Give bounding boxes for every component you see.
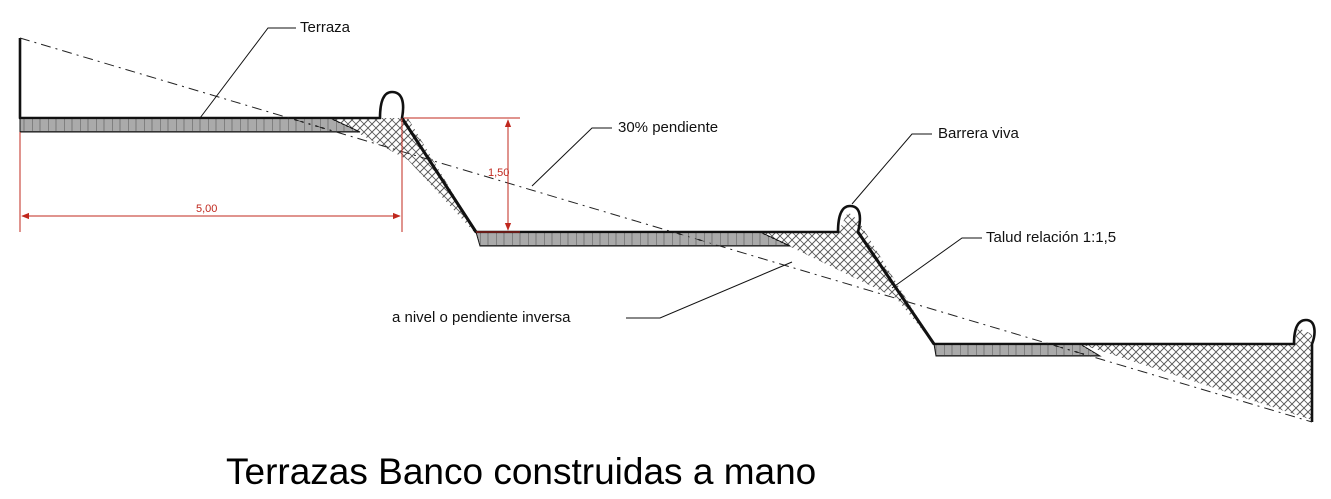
terrace-bed-3	[933, 343, 1102, 357]
label-level: a nivel o pendiente inversa	[392, 261, 793, 326]
label-level-text: a nivel o pendiente inversa	[392, 309, 571, 326]
dimension-height-label: 1,50	[488, 167, 509, 179]
dimension-width-label: 5,00	[196, 203, 217, 215]
label-terrace-text: Terraza	[300, 19, 351, 36]
label-slope-text: 30% pendiente	[618, 119, 718, 136]
label-talud: Talud relación 1:1,5	[891, 229, 1116, 289]
terrace-bed-1	[19, 117, 361, 133]
dimension-height: 1,50	[404, 117, 520, 233]
fill-region-2	[760, 212, 934, 344]
terrace-profile-line	[18, 38, 1316, 422]
talud-line-2	[856, 231, 936, 345]
terrace-bed-2	[475, 231, 791, 247]
talud-line-1	[400, 117, 478, 233]
label-talud-text: Talud relación 1:1,5	[986, 229, 1116, 246]
fill-region-3	[1080, 328, 1312, 420]
label-barrier: Barrera viva	[851, 125, 1020, 205]
terrace-beds	[19, 117, 1102, 357]
original-slope-line	[19, 37, 1313, 423]
fill-region-1	[330, 118, 476, 232]
label-terrace: Terraza	[199, 19, 351, 119]
soil-fill-regions	[330, 118, 1312, 420]
dimension-width: 5,00	[19, 118, 403, 232]
label-slope: 30% pendiente	[531, 119, 718, 187]
diagram-title: Terrazas Banco construidas a mano	[226, 451, 816, 492]
label-barrier-text: Barrera viva	[938, 125, 1020, 142]
